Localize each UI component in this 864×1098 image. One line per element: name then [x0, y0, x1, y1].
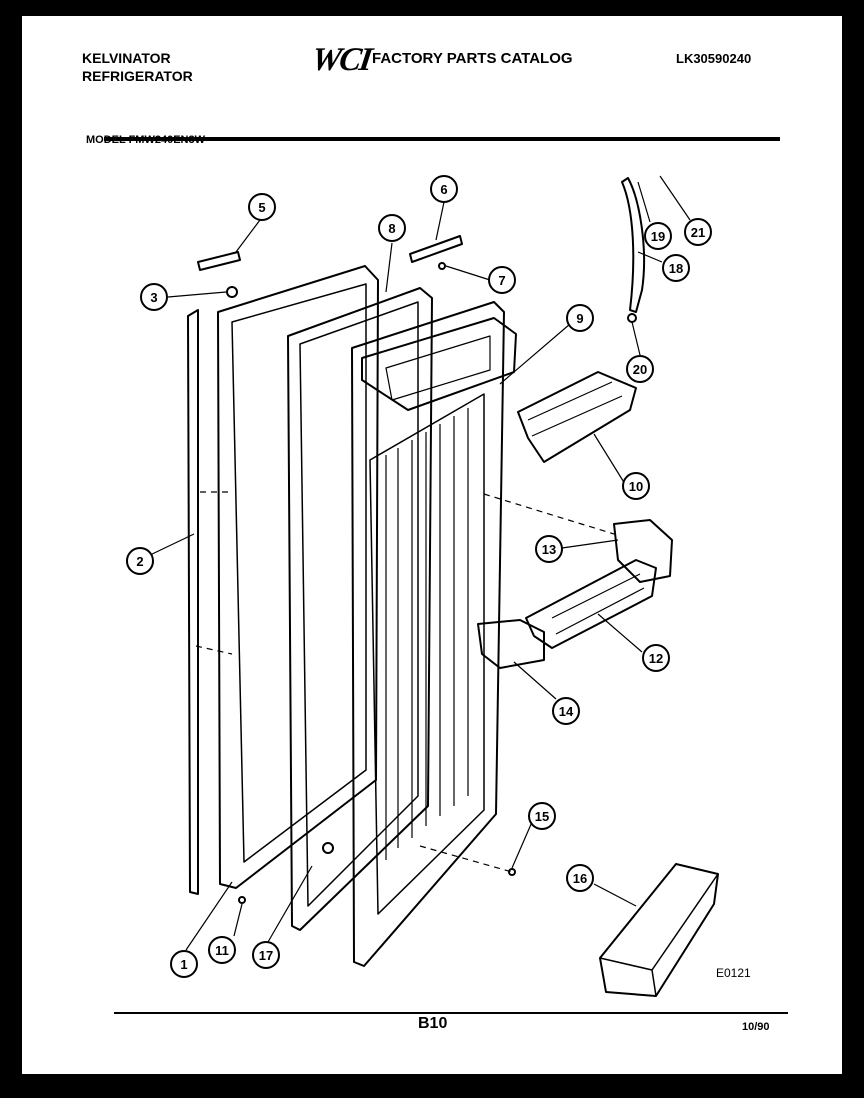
- product-type: REFRIGERATOR: [82, 68, 193, 84]
- callout-3: 3: [140, 283, 168, 311]
- svg-text:7: 7: [498, 273, 505, 288]
- page-number: B10: [418, 1015, 448, 1032]
- callout-15: 15: [528, 802, 556, 830]
- liner-top-shelf: [361, 317, 517, 411]
- callout-7: 7: [488, 266, 516, 294]
- model-number: MODEL FMW240EN3W: [86, 134, 205, 146]
- door-inner-liner: [351, 301, 505, 967]
- door-gasket-frame: [287, 287, 433, 931]
- callout-10: 10: [622, 472, 650, 500]
- svg-text:2: 2: [136, 554, 143, 569]
- upper-door-bin: [517, 371, 637, 463]
- callout-8: 8: [378, 214, 406, 242]
- svg-text:14: 14: [559, 704, 574, 719]
- callout-1: 1: [170, 950, 198, 978]
- svg-text:10: 10: [629, 479, 643, 494]
- svg-text:18: 18: [669, 261, 683, 276]
- callout-20: 20: [626, 355, 654, 383]
- callout-17: 17: [252, 941, 280, 969]
- svg-text:20: 20: [633, 362, 647, 377]
- svg-text:8: 8: [388, 221, 395, 236]
- screw-11: [238, 896, 246, 904]
- svg-text:3: 3: [150, 290, 157, 305]
- catalog-title: FACTORY PARTS CATALOG: [372, 50, 573, 67]
- door-handle: [621, 177, 645, 313]
- callout-11: 11: [208, 936, 236, 964]
- bottom-door-bin: [599, 863, 719, 997]
- callout-6: 6: [430, 175, 458, 203]
- callout-12: 12: [642, 644, 670, 672]
- clip-20: [627, 313, 637, 323]
- trim-strip-6: [409, 235, 463, 263]
- catalog-date: 10/90: [742, 1021, 770, 1033]
- diagram-code: E0121: [716, 966, 751, 980]
- callout-19: 19: [644, 222, 672, 250]
- gasket-strip: [187, 309, 199, 895]
- catalog-number: LK30590240: [676, 51, 752, 66]
- svg-text:11: 11: [215, 943, 229, 958]
- svg-text:15: 15: [535, 809, 549, 824]
- callout-14: 14: [552, 697, 580, 725]
- header-rule: [104, 137, 780, 141]
- screw-15: [508, 868, 516, 876]
- svg-text:6: 6: [440, 182, 447, 197]
- brand-name: KELVINATOR: [82, 50, 171, 66]
- shelf-bracket-upper: [613, 519, 673, 583]
- svg-text:17: 17: [259, 948, 273, 963]
- callout-16: 16: [566, 864, 594, 892]
- screw-7: [438, 262, 446, 270]
- svg-text:19: 19: [651, 229, 665, 244]
- svg-text:9: 9: [576, 311, 583, 326]
- callout-21: 21: [684, 218, 712, 246]
- shelf-bracket-lower: [477, 619, 545, 669]
- callout-2: 2: [126, 547, 154, 575]
- screw-17: [322, 842, 334, 854]
- svg-text:1: 1: [180, 957, 187, 972]
- part-callouts: 1 2 3 5 6 7 8 9 10 11 12 13 14 15 16 17 …: [126, 175, 712, 978]
- callout-13: 13: [535, 535, 563, 563]
- svg-text:13: 13: [542, 542, 556, 557]
- callout-9: 9: [566, 304, 594, 332]
- footer-rule: [114, 1012, 788, 1014]
- callout-18: 18: [662, 254, 690, 282]
- svg-text:12: 12: [649, 651, 663, 666]
- screw-3: [226, 286, 238, 298]
- trim-strip-5: [197, 251, 241, 271]
- svg-text:5: 5: [258, 200, 265, 215]
- svg-text:21: 21: [691, 225, 705, 240]
- lower-door-bin: [525, 559, 657, 649]
- callout-5: 5: [248, 193, 276, 221]
- svg-text:16: 16: [573, 871, 587, 886]
